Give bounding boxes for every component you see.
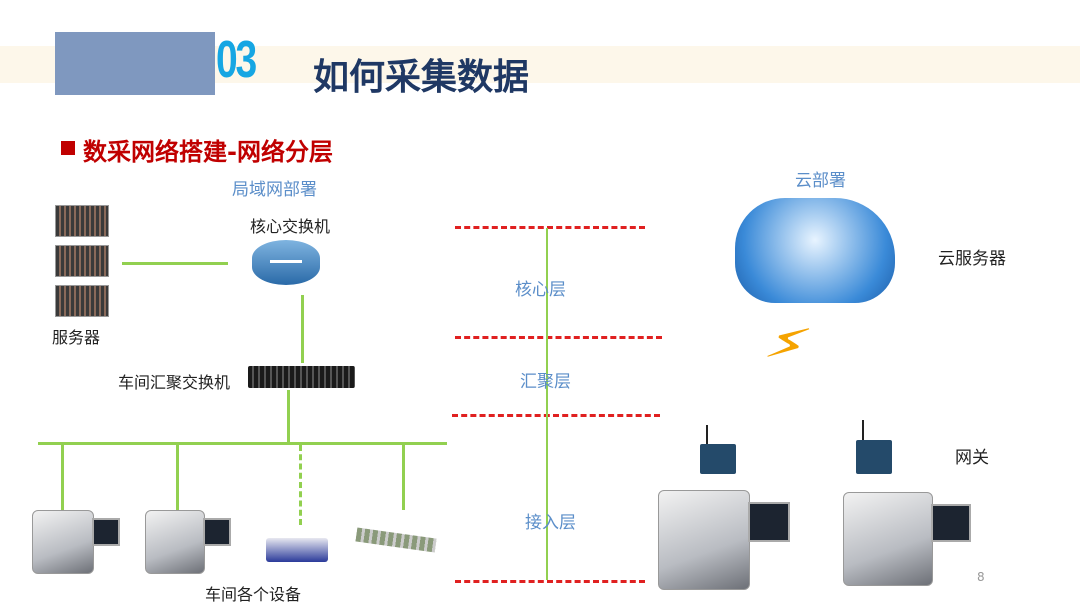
cloud-server-label: 云服务器	[938, 249, 1006, 269]
layer-arrow	[546, 228, 548, 580]
server-icon	[55, 205, 109, 317]
header-block	[55, 32, 215, 95]
core-switch-icon	[252, 240, 320, 285]
link-line	[122, 262, 228, 265]
core-layer-label: 核心层	[515, 280, 566, 300]
layer-divider	[455, 336, 662, 339]
machine-screen	[748, 502, 790, 542]
layer-divider	[455, 226, 645, 229]
gateway-label: 网关	[955, 448, 989, 468]
gateway-icon	[856, 440, 892, 474]
layer-divider	[455, 580, 645, 583]
bus-line	[38, 442, 447, 445]
link-line	[287, 390, 290, 443]
subtitle: 数采网络搭建-网络分层	[83, 138, 333, 166]
agv-icon	[266, 538, 328, 562]
core-switch-label: 核心交换机	[250, 217, 331, 236]
machine-screen	[203, 518, 231, 546]
link-line	[176, 445, 179, 510]
aggregation-switch-icon	[248, 366, 355, 388]
lan-heading: 局域网部署	[232, 180, 317, 200]
cloud-heading: 云部署	[795, 171, 846, 191]
bullet-icon	[61, 141, 75, 155]
antenna-icon	[862, 420, 864, 440]
link-line	[402, 445, 405, 510]
machine-screen	[92, 518, 120, 546]
conveyor-icon	[355, 527, 437, 553]
page-number: 8	[977, 570, 985, 584]
machine-screen	[931, 504, 971, 542]
section-number: 03	[216, 31, 257, 89]
cloud-icon	[735, 198, 895, 303]
aggregation-layer-label: 汇聚层	[520, 372, 571, 392]
page-title: 如何采集数据	[313, 57, 530, 98]
access-layer-label: 接入层	[525, 513, 576, 533]
link-line	[301, 295, 304, 363]
cnc-machine-icon	[145, 510, 205, 574]
link-line-dashed	[299, 445, 302, 525]
cnc-machine-icon	[32, 510, 94, 574]
lightning-icon: ⚡	[758, 307, 818, 382]
cnc-machine-icon	[843, 492, 933, 586]
link-line	[61, 445, 64, 510]
antenna-icon	[706, 425, 708, 445]
devices-label: 车间各个设备	[205, 585, 302, 604]
servers-label: 服务器	[52, 328, 101, 347]
agg-switch-label: 车间汇聚交换机	[118, 373, 231, 392]
cnc-machine-icon	[658, 490, 750, 590]
layer-divider	[452, 414, 660, 417]
gateway-icon	[700, 444, 736, 474]
